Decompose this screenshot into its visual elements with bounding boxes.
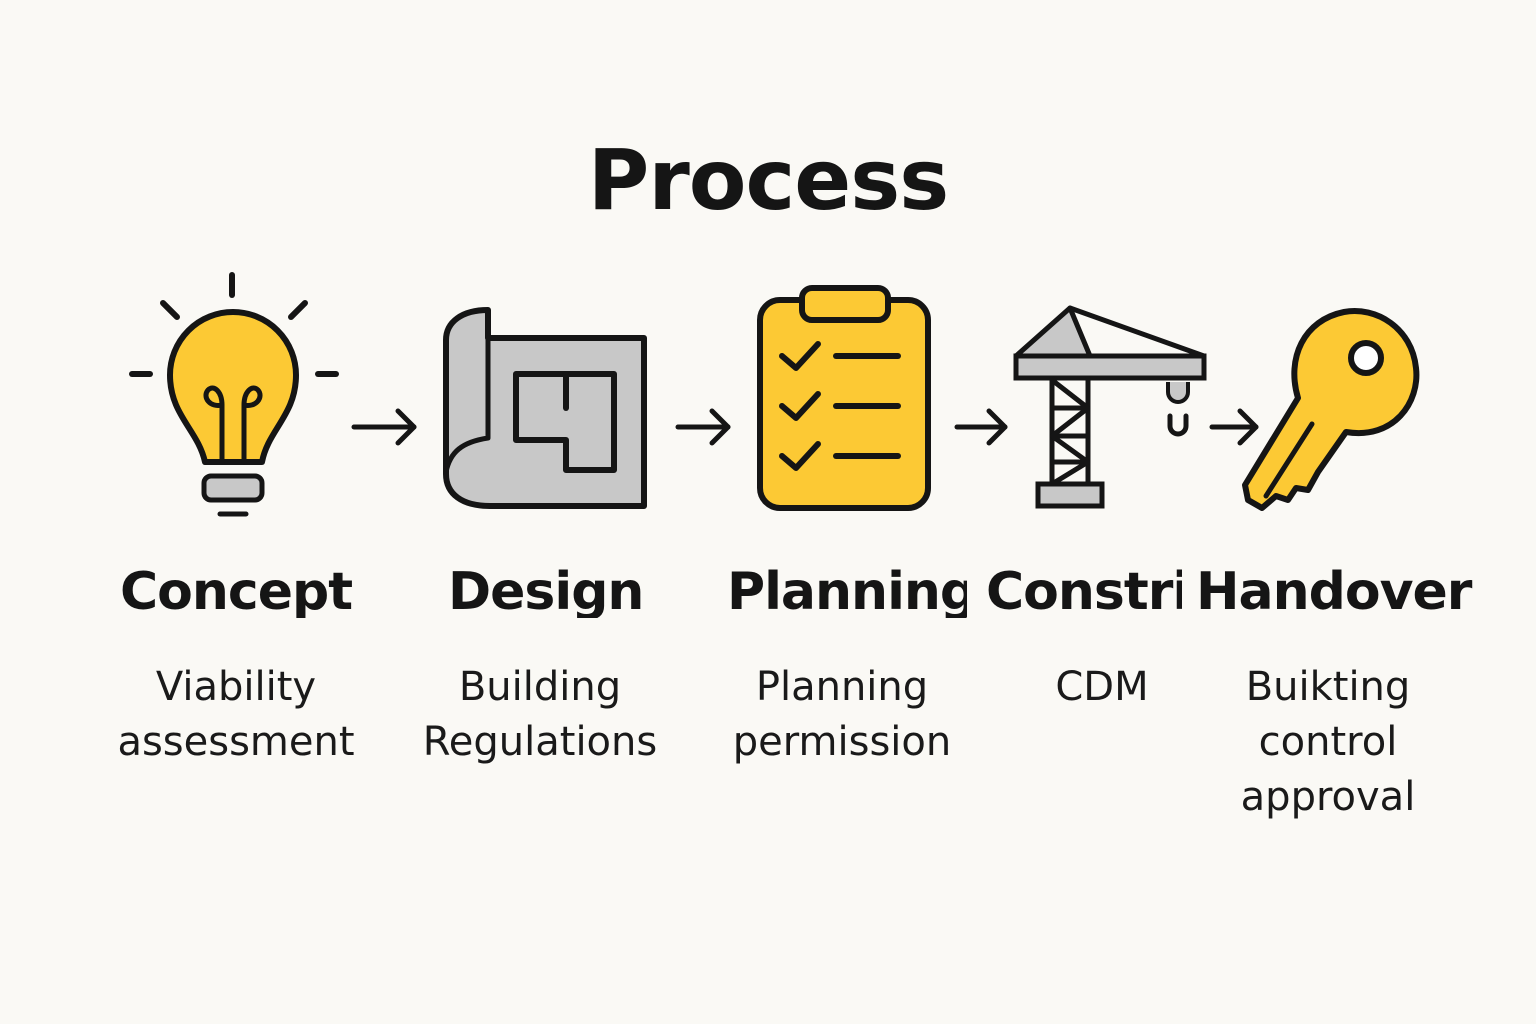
step-title-construction: Constri: [986, 566, 1182, 618]
step-description-design: Building Regulations: [422, 664, 658, 765]
blueprint-icon: [443, 307, 647, 509]
arrow-right-icon: [351, 408, 417, 446]
step-description-planning: Planning permission: [732, 664, 952, 765]
step-title-handover: Handover: [1196, 566, 1472, 618]
arrow-right-icon: [954, 408, 1008, 446]
crane-icon: [1013, 305, 1207, 509]
step-description-construction: CDM: [1055, 664, 1149, 710]
step-title-planning: Planning: [727, 566, 967, 618]
page-title: Process: [587, 131, 949, 230]
step-title-concept: Concept: [120, 566, 353, 618]
clipboard-checklist-icon: [757, 285, 931, 511]
step-description-concept: Viability assessment: [117, 664, 355, 765]
arrow-right-icon: [1209, 408, 1259, 446]
key-icon: [1242, 308, 1420, 511]
step-title-design: Design: [448, 566, 644, 618]
lightbulb-icon: [129, 272, 339, 517]
step-description-handover: Buikting control approval: [1240, 664, 1416, 820]
arrow-right-icon: [675, 408, 731, 446]
